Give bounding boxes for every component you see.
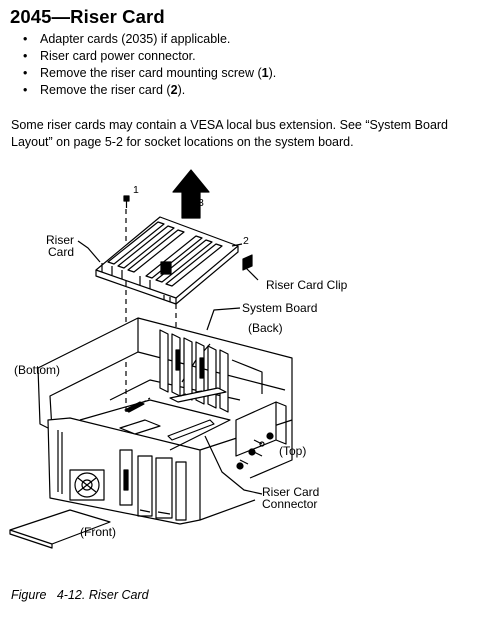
front-label: (Front) bbox=[80, 525, 116, 539]
step-text: ). bbox=[268, 66, 277, 80]
step-text: Adapter cards (2035) if applicable. bbox=[40, 32, 231, 46]
callout-3: 3 bbox=[198, 197, 204, 209]
list-item: Remove the riser card mounting screw (1)… bbox=[20, 65, 276, 82]
callout-2: 2 bbox=[243, 235, 249, 247]
step-callout-number: 2 bbox=[170, 83, 178, 97]
riser-card-connector-label-line2: Connector bbox=[262, 497, 318, 511]
back-label: (Back) bbox=[248, 321, 283, 335]
riser-card-clip-label: Riser Card Clip bbox=[266, 278, 348, 292]
bottom-label: (Bottom) bbox=[14, 363, 61, 377]
system-board-label: System Board bbox=[242, 301, 318, 315]
figure-caption: Figure 4-12. Riser Card bbox=[11, 588, 149, 602]
step-text: Remove the riser card ( bbox=[40, 83, 171, 97]
riser-card-connector-label-line1: Riser Card bbox=[262, 485, 320, 499]
step-text: ). bbox=[177, 83, 186, 97]
screw-icon bbox=[123, 195, 130, 208]
step-text: Riser card power connector. bbox=[40, 49, 196, 63]
riser-card-label-line2: Card bbox=[48, 245, 75, 259]
step-text: Remove the riser card mounting screw ( bbox=[40, 66, 262, 80]
list-item: Riser card power connector. bbox=[20, 48, 276, 65]
page-title: 2045—Riser Card bbox=[10, 6, 165, 27]
computer-chassis-graphic bbox=[9, 317, 293, 549]
list-item: Adapter cards (2035) if applicable. bbox=[20, 31, 276, 48]
up-arrow-icon bbox=[172, 169, 210, 219]
riser-card-diagram bbox=[9, 169, 293, 549]
step-callout-number: 1 bbox=[261, 66, 269, 80]
riser-card-clip-graphic bbox=[231, 243, 253, 271]
riser-card-label-line1: Riser bbox=[46, 233, 75, 247]
list-item: Remove the riser card (2). bbox=[20, 82, 276, 99]
callout-1: 1 bbox=[133, 184, 139, 196]
removal-steps-list: Adapter cards (2035) if applicable. Rise… bbox=[20, 31, 276, 99]
top-label: (Top) bbox=[279, 444, 307, 458]
riser-card-graphic bbox=[95, 216, 239, 305]
body-paragraph: Some riser cards may contain a VESA loca… bbox=[11, 118, 449, 149]
